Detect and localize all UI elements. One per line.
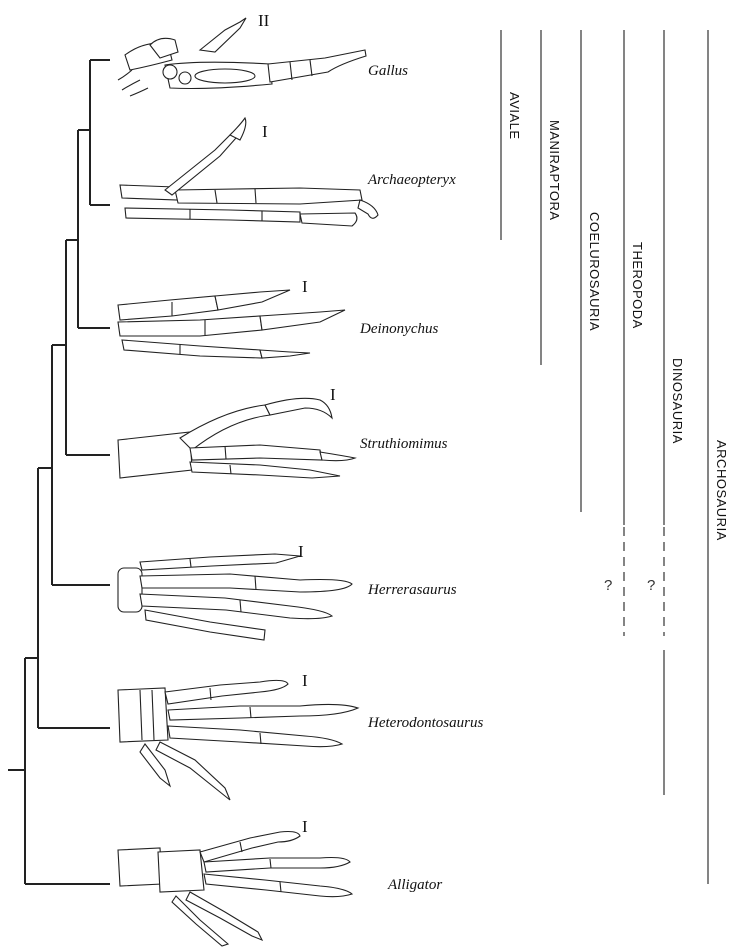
struthiomimus-hand-drawing xyxy=(118,398,355,478)
digit-label-heterodontosaurus: I xyxy=(302,671,308,690)
alligator-hand-drawing xyxy=(118,832,352,947)
clade-label-archosauria: ARCHOSAURIA xyxy=(714,440,729,541)
digit-label-struthiomimus: I xyxy=(330,385,336,404)
deinonychus-hand-drawing xyxy=(118,290,345,358)
herrerasaurus-hand-drawing xyxy=(118,554,352,640)
gallus-hand-drawing xyxy=(118,18,366,96)
clade-bars xyxy=(501,30,708,884)
clade-label-theropoda: THEROPODA xyxy=(630,242,645,329)
digit-label-alligator: I xyxy=(302,817,308,836)
taxon-label-alligator: Alligator xyxy=(387,877,442,893)
clade-label-dinosauria: DINOSAURIA xyxy=(670,358,685,444)
clade-label-coelurosauria: COELUROSAURIA xyxy=(587,212,602,331)
digit-label-herrerasaurus: I xyxy=(298,542,304,561)
digit-label-archaeopteryx: I xyxy=(262,122,268,141)
clade-label-aviale: AVIALE xyxy=(507,92,522,140)
digit-label-gallus: II xyxy=(258,11,270,30)
clade-label-maniraptora: MANIRAPTORA xyxy=(547,120,562,221)
digit-label-deinonychus: I xyxy=(302,277,308,296)
taxon-label-deinonychus: Deinonychus xyxy=(359,321,438,337)
uncertain-mark-theropoda: ? xyxy=(604,577,612,594)
taxon-label-struthiomimus: Struthiomimus xyxy=(360,436,448,452)
heterodontosaurus-hand-drawing xyxy=(118,680,358,800)
taxon-label-gallus: Gallus xyxy=(368,63,408,79)
archaeopteryx-hand-drawing xyxy=(120,118,378,226)
taxon-label-heterodontosaurus: Heterodontosaurus xyxy=(367,715,483,731)
uncertain-mark-dinosauria: ? xyxy=(647,577,655,594)
taxon-label-herrerasaurus: Herrerasaurus xyxy=(367,582,457,598)
taxon-label-archaeopteryx: Archaeopteryx xyxy=(367,172,456,188)
phylogenetic-tree xyxy=(8,60,110,884)
